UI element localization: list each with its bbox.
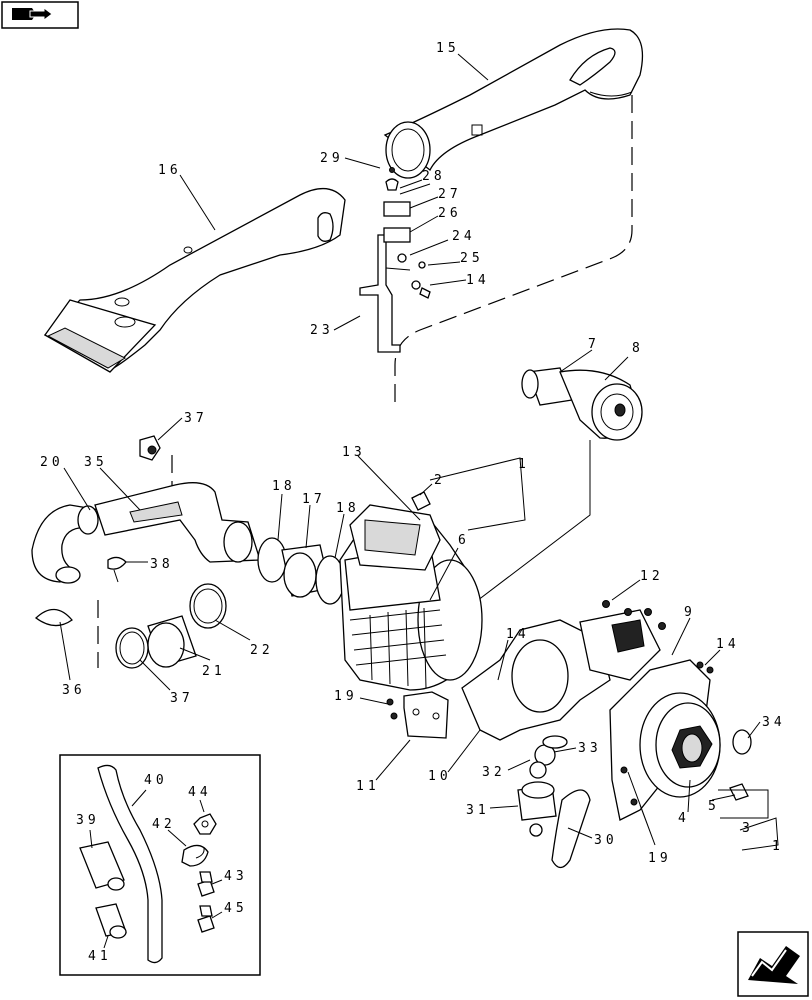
tube-41 [95,903,127,939]
book-arrow-icon [12,7,53,21]
label-19-right: 19 [648,851,672,866]
clamps-32-33 [529,735,568,779]
label-43: 43 [224,869,248,884]
leader-1-top [429,457,526,531]
label-35: 35 [84,455,108,470]
label-24: 24 [452,229,476,244]
label-31: 31 [466,803,490,818]
label-39: 39 [76,813,100,828]
vacuator-valve-37 [139,435,161,461]
label-18-left: 18 [272,479,296,494]
label-34: 34 [762,715,786,730]
label-5: 5 [708,799,720,814]
next-page-arrow-icon [748,946,800,984]
upper-air-duct [383,28,644,179]
valve-31 [517,781,557,837]
label-10: 10 [428,769,452,784]
label-23: 23 [310,323,334,338]
label-45: 45 [224,901,248,916]
leader-8-to-6 [464,440,591,611]
bracket-12 [579,600,666,681]
label-14-mid: 14 [506,627,530,642]
hose-40 [97,764,163,964]
label-25: 25 [460,251,484,266]
leader-1-3-bottom [718,789,779,851]
pre-cleaner-cap-8 [559,369,643,441]
label-44: 44 [188,785,212,800]
bolt-43 [197,871,215,897]
mount-plate-10 [461,619,611,741]
bolt-45 [197,905,215,933]
bracket-11 [403,691,449,739]
label-33: 33 [578,741,602,756]
label-19-left: 19 [334,689,358,704]
clip-42 [181,844,209,867]
bolts-19 [386,698,638,806]
plug-2 [411,491,431,511]
hose-21 [147,615,197,668]
label-20: 20 [40,455,64,470]
label-8: 8 [632,341,644,356]
next-page-button[interactable] [737,931,809,997]
label-17: 17 [302,492,326,507]
clip-5 [729,783,749,801]
fan-assembly-4 [639,692,721,798]
hose-clamp-22 [189,583,227,629]
pre-cleaner-7 [521,367,573,406]
label-6: 6 [458,533,470,548]
cover-36 [34,608,73,627]
label-21: 21 [202,664,226,679]
elbow-hose-20 [31,504,102,584]
label-16: 16 [158,163,182,178]
label-27: 27 [438,187,462,202]
label-22: 22 [250,643,274,658]
label-1-bottom: 1 [772,839,784,854]
label-41: 41 [88,949,112,964]
label-28: 28 [422,169,446,184]
nut-44 [193,813,217,835]
label-38: 38 [150,557,174,572]
top-nav-button[interactable] [1,1,79,29]
label-4: 4 [678,811,690,826]
intake-tube-35 [94,482,261,563]
clip-38 [107,556,127,583]
cleaner-cover-13 [349,504,441,571]
label-11: 11 [356,779,380,794]
leader-lines [59,53,761,846]
label-13: 13 [342,445,366,460]
label-18-right: 18 [336,501,360,516]
label-2: 2 [434,473,446,488]
label-15: 15 [436,41,460,56]
label-1-top: 1 [518,457,530,472]
hose-clamp-37 [115,627,149,669]
label-9: 9 [684,605,696,620]
routing-dash-upper [394,95,633,410]
support-bracket-23 [359,234,411,353]
label-29: 29 [320,151,344,166]
label-3: 3 [742,821,754,836]
label-7: 7 [588,337,600,352]
label-36: 36 [62,683,86,698]
label-37-top: 37 [184,411,208,426]
inset-panel [59,754,261,976]
label-30: 30 [594,833,618,848]
label-14-top: 14 [466,273,490,288]
label-37-bottom: 37 [170,691,194,706]
label-26: 26 [438,206,462,221]
clamp-18a [257,537,287,583]
label-42: 42 [152,817,176,832]
label-40: 40 [144,773,168,788]
label-12: 12 [640,569,664,584]
clamp-parts-24-29 [383,167,431,299]
tube-39 [79,841,125,891]
large-intake-duct [43,188,346,373]
label-14-right: 14 [716,637,740,652]
label-32: 32 [482,765,506,780]
cap-34 [732,729,752,755]
